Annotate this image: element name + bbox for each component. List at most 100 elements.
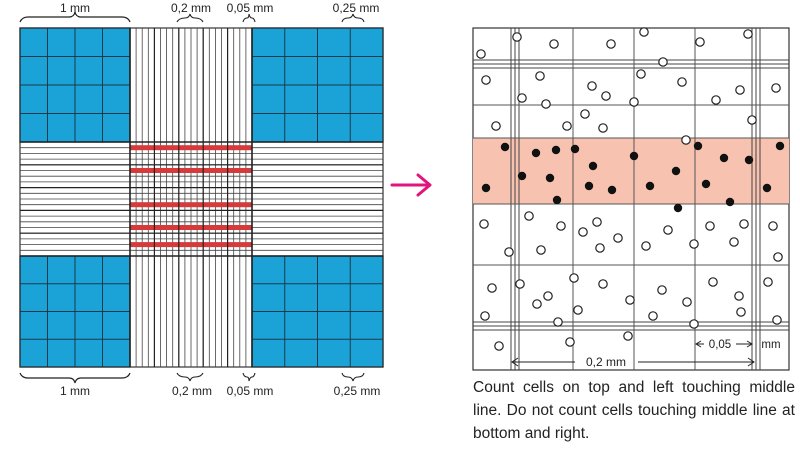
uncounted-cell xyxy=(705,221,715,231)
uncounted-cell xyxy=(517,93,527,103)
counted-cell xyxy=(671,166,681,176)
uncounted-cell xyxy=(682,297,692,307)
uncounted-cell xyxy=(535,71,545,81)
top-dimension-labels: 1 mm 0,2 mm 0,05 mm 0,25 mm xyxy=(19,1,380,23)
counted-cell xyxy=(701,179,711,189)
highlighted-row-line xyxy=(130,242,252,248)
uncounted-cell xyxy=(480,311,490,321)
uncounted-cell xyxy=(708,277,718,287)
uncounted-cell xyxy=(481,75,491,85)
uncounted-cell xyxy=(735,85,745,95)
uncounted-cell xyxy=(476,49,486,59)
bracket-bottom-1mm xyxy=(19,372,131,384)
uncounted-cell xyxy=(613,233,623,243)
uncounted-cell xyxy=(504,247,514,257)
label-top-0-25mm: 0,25 mm xyxy=(333,1,380,15)
blue-square-bottom-left xyxy=(19,255,131,368)
counted-cell xyxy=(570,144,580,154)
uncounted-cell xyxy=(578,227,588,237)
counted-cell xyxy=(725,197,735,207)
uncounted-cell xyxy=(623,331,633,341)
label-bottom-0-2mm: 0,2 mm xyxy=(172,384,212,398)
magnified-square-detail: 0,2 mm 0,05 mm xyxy=(472,27,790,371)
uncounted-cell xyxy=(768,221,778,231)
uncounted-cell xyxy=(494,341,504,351)
uncounted-cell xyxy=(580,109,590,119)
uncounted-cell xyxy=(598,123,608,133)
bracket-top-0-25mm xyxy=(341,13,365,23)
bracket-bottom-0-2mm xyxy=(176,372,204,382)
bottom-dimension-labels: 1 mm 0,2 mm 0,05 mm 0,25 mm xyxy=(19,372,381,398)
uncounted-cell xyxy=(729,237,739,247)
uncounted-cell xyxy=(773,252,783,262)
uncounted-cell xyxy=(743,29,753,39)
uncounted-cell xyxy=(479,219,489,229)
uncounted-cell xyxy=(772,315,782,325)
uncounted-cell xyxy=(736,307,746,317)
bracket-top-1mm xyxy=(19,11,131,23)
counted-cell xyxy=(545,173,555,183)
uncounted-cell xyxy=(524,211,534,221)
uncounted-cell xyxy=(658,57,668,67)
blue-square-top-right xyxy=(251,27,384,143)
counted-cell xyxy=(645,181,655,191)
counted-cell xyxy=(775,141,785,151)
uncounted-cell xyxy=(763,277,773,287)
uncounted-cell xyxy=(587,81,597,91)
uncounted-cell xyxy=(553,317,563,327)
label-bottom-0-25mm: 0,25 mm xyxy=(334,384,381,398)
counted-cell xyxy=(531,148,541,158)
bracket-bottom-0-05mm xyxy=(242,372,256,382)
uncounted-cell xyxy=(598,279,608,289)
counted-cell xyxy=(629,151,639,161)
uncounted-cell xyxy=(515,279,525,289)
bracket-bottom-0-25mm xyxy=(341,372,365,382)
counted-cell xyxy=(762,183,772,193)
uncounted-cell xyxy=(663,225,673,235)
uncounted-cell xyxy=(641,241,651,251)
uncounted-cell xyxy=(592,217,602,227)
uncounted-cell xyxy=(487,283,497,293)
counted-cell xyxy=(607,185,617,195)
uncounted-cell xyxy=(739,219,749,229)
counted-cell xyxy=(584,181,594,191)
uncounted-cell xyxy=(689,319,699,329)
small-square-dimension: 0,05 mm xyxy=(695,339,781,351)
counted-cell xyxy=(552,195,562,205)
highlighted-row-line xyxy=(130,225,252,230)
highlighted-row-line xyxy=(130,145,252,151)
uncounted-cell xyxy=(606,39,616,49)
counted-cell xyxy=(517,171,527,181)
counted-cell xyxy=(551,145,561,155)
blue-square-bottom-right xyxy=(251,255,384,368)
label-top-1mm: 1 mm xyxy=(60,1,90,15)
uncounted-cell xyxy=(636,69,646,79)
uncounted-cell xyxy=(562,121,572,131)
counted-cell xyxy=(744,155,754,165)
highlighted-row-line xyxy=(130,168,252,173)
uncounted-cell xyxy=(543,291,553,301)
uncounted-cell xyxy=(569,273,579,283)
label-0-05: 0,05 xyxy=(709,339,731,351)
width-dimension: 0,2 mm xyxy=(511,355,755,369)
uncounted-cell xyxy=(532,299,542,309)
uncounted-cell xyxy=(657,285,667,295)
label-bottom-0-05mm: 0,05 mm xyxy=(227,384,274,398)
highlighted-row-line xyxy=(130,202,252,208)
counted-cell xyxy=(673,203,683,213)
uncounted-cell xyxy=(648,311,658,321)
uncounted-cell xyxy=(491,121,501,131)
bracket-top-0-2mm xyxy=(176,13,204,23)
uncounted-cell xyxy=(565,337,575,347)
uncounted-cell xyxy=(512,32,522,42)
label-mm: mm xyxy=(761,339,780,351)
uncounted-cell xyxy=(681,135,691,145)
uncounted-cell xyxy=(639,27,649,37)
label-top-0-05mm: 0,05 mm xyxy=(227,1,274,15)
uncounted-cell xyxy=(677,77,687,87)
uncounted-cell xyxy=(629,97,639,107)
uncounted-cell xyxy=(601,91,611,101)
uncounted-cell xyxy=(734,291,744,301)
counted-cell xyxy=(719,153,729,163)
